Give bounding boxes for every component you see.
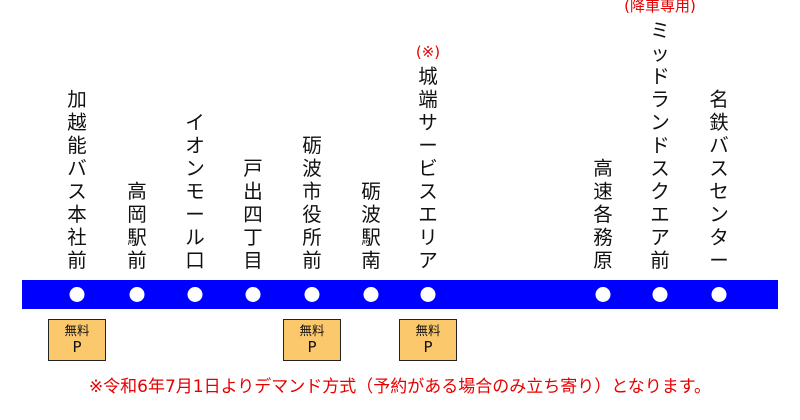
stop-dot [187, 287, 203, 302]
stop-dot [129, 287, 145, 302]
stop-label: 城端サービスエリア [418, 65, 438, 272]
stop-note: (※) [415, 43, 441, 61]
stop-label: ミッドランドスクエア前 [650, 19, 670, 272]
parking-label-p: P [423, 338, 433, 356]
stop-dot [363, 287, 379, 302]
stop-dot [711, 287, 727, 302]
stop-label: 戸出四丁目 [243, 157, 263, 272]
stop-dot [420, 287, 436, 302]
stop-label: 砺波市役所前 [302, 134, 322, 272]
stop-label: 高速各務原 [593, 157, 613, 272]
parking-label-free: 無料 [64, 323, 90, 338]
parking-label-free: 無料 [299, 323, 325, 338]
stop-dot [595, 287, 611, 302]
stop-label: 砺波駅南 [361, 180, 381, 272]
parking-label-free: 無料 [415, 323, 441, 338]
footer-note: ※令和6年7月1日よりデマンド方式（予約がある場合のみ立ち寄り）となります。 [88, 377, 712, 397]
stop-label: 高岡駅前 [127, 180, 147, 272]
stop-dot [304, 287, 320, 302]
stop-dot [652, 287, 668, 302]
stop-label: イオンモール口 [185, 111, 205, 272]
parking-label-p: P [72, 338, 82, 356]
route-line [22, 280, 778, 309]
stop-note: (降車専用) [624, 0, 696, 15]
stop-label: 加越能バス本社前 [67, 88, 87, 272]
stop-dot [245, 287, 261, 302]
parking-label-p: P [307, 338, 317, 356]
stop-label: 名鉄バスセンター [709, 88, 729, 272]
stop-dot [69, 287, 85, 302]
